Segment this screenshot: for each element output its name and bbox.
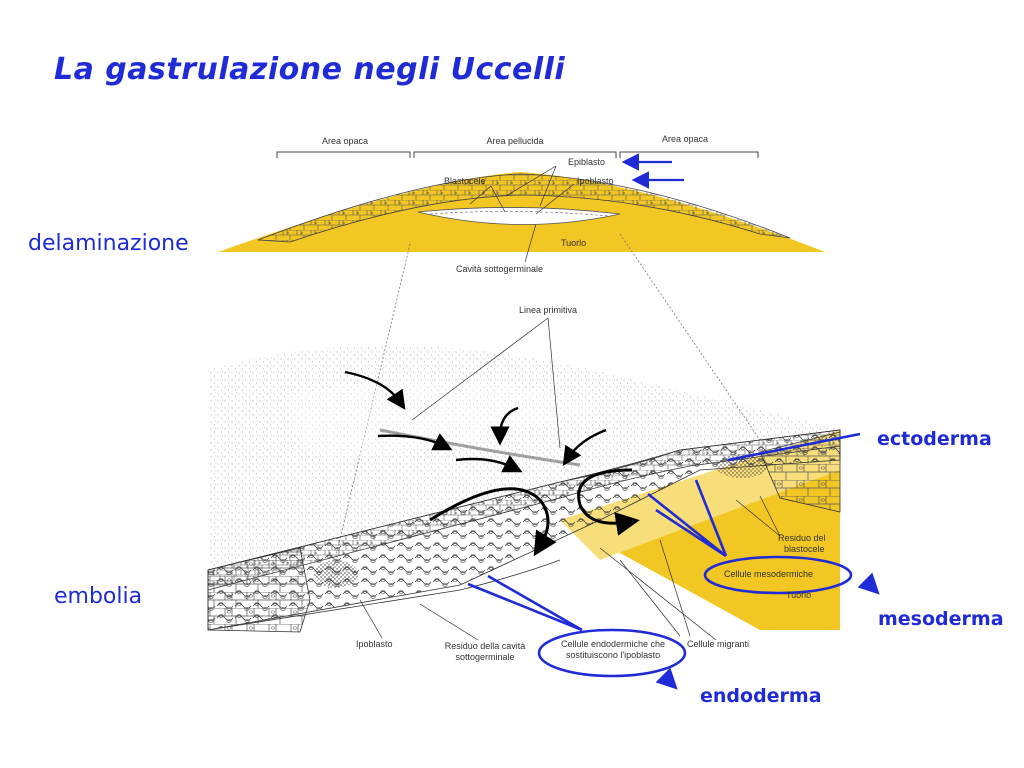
label-mesoderma: mesoderma (878, 608, 1004, 630)
label-linea-primitiva: Linea primitiva (519, 305, 578, 315)
label-cavita-sottogerminale: Cavità sottogerminale (456, 264, 544, 274)
label-residuo-blastocele-1: Residuo del (778, 533, 826, 543)
label-endoderma: endoderma (700, 685, 822, 707)
label-cellule-endodermiche-1: Cellule endodermiche che (560, 639, 666, 649)
label-residuo-blastocele-2: blastocele (784, 544, 825, 554)
label-cellule-endodermiche-2: sostituiscono l'ipoblasto (565, 650, 661, 660)
label-ectoderma: ectoderma (877, 428, 992, 450)
label-residuo-cavita-2: sottogerminale (455, 652, 515, 662)
label-ipoblasto-bottom: Ipoblasto (356, 639, 393, 649)
label-area-opaca-left: Area opaca (321, 136, 369, 146)
label-residuo-cavita-1: Residuo della cavità (444, 641, 526, 651)
embolia-diagram (207, 317, 880, 690)
label-tuorlo-top: Tuorlo (561, 238, 587, 248)
page-title: La gastrulazione negli Uccelli (54, 52, 566, 87)
label-ipoblasto-top: Ipoblasto (577, 176, 614, 186)
label-area-opaca-right: Area opaca (661, 134, 709, 144)
label-epiblasto: Epiblasto (568, 157, 606, 167)
label-delaminazione: delaminazione (28, 231, 189, 256)
delamination-diagram (218, 151, 825, 263)
label-embolia: embolia (54, 584, 143, 609)
label-tuorlo-bottom: Tuorlo (786, 590, 812, 600)
label-cellule-mesodermiche: Cellule mesodermiche (724, 569, 814, 579)
label-blastocele: Blastocele (444, 176, 486, 186)
label-area-pellucida: Area pellucida (486, 136, 544, 146)
label-cellule-migranti: Cellule migranti (687, 639, 750, 649)
